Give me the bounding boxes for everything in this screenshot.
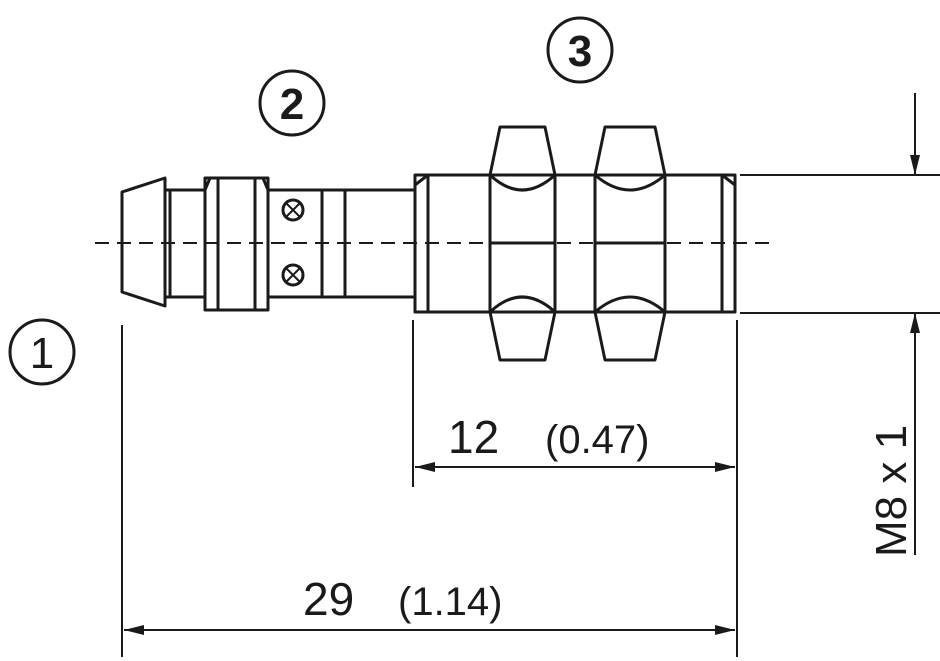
dim-12-inch: (0.47) bbox=[545, 418, 650, 462]
sensor-body bbox=[120, 125, 737, 362]
dim-12-value: 12 bbox=[448, 411, 499, 463]
callout-3: 3 bbox=[546, 16, 614, 84]
screw-icon bbox=[281, 198, 305, 287]
svg-text:3: 3 bbox=[568, 27, 592, 76]
callout-1: 1 bbox=[8, 318, 76, 386]
svg-text:2: 2 bbox=[280, 80, 304, 129]
dim-29-value: 29 bbox=[303, 573, 354, 625]
hex-nut bbox=[488, 125, 667, 362]
svg-text:1: 1 bbox=[30, 329, 54, 378]
thread-size-label: M8 x 1 bbox=[867, 425, 916, 557]
dim-29-inch: (1.14) bbox=[398, 580, 503, 624]
callout-2: 2 bbox=[258, 69, 326, 137]
